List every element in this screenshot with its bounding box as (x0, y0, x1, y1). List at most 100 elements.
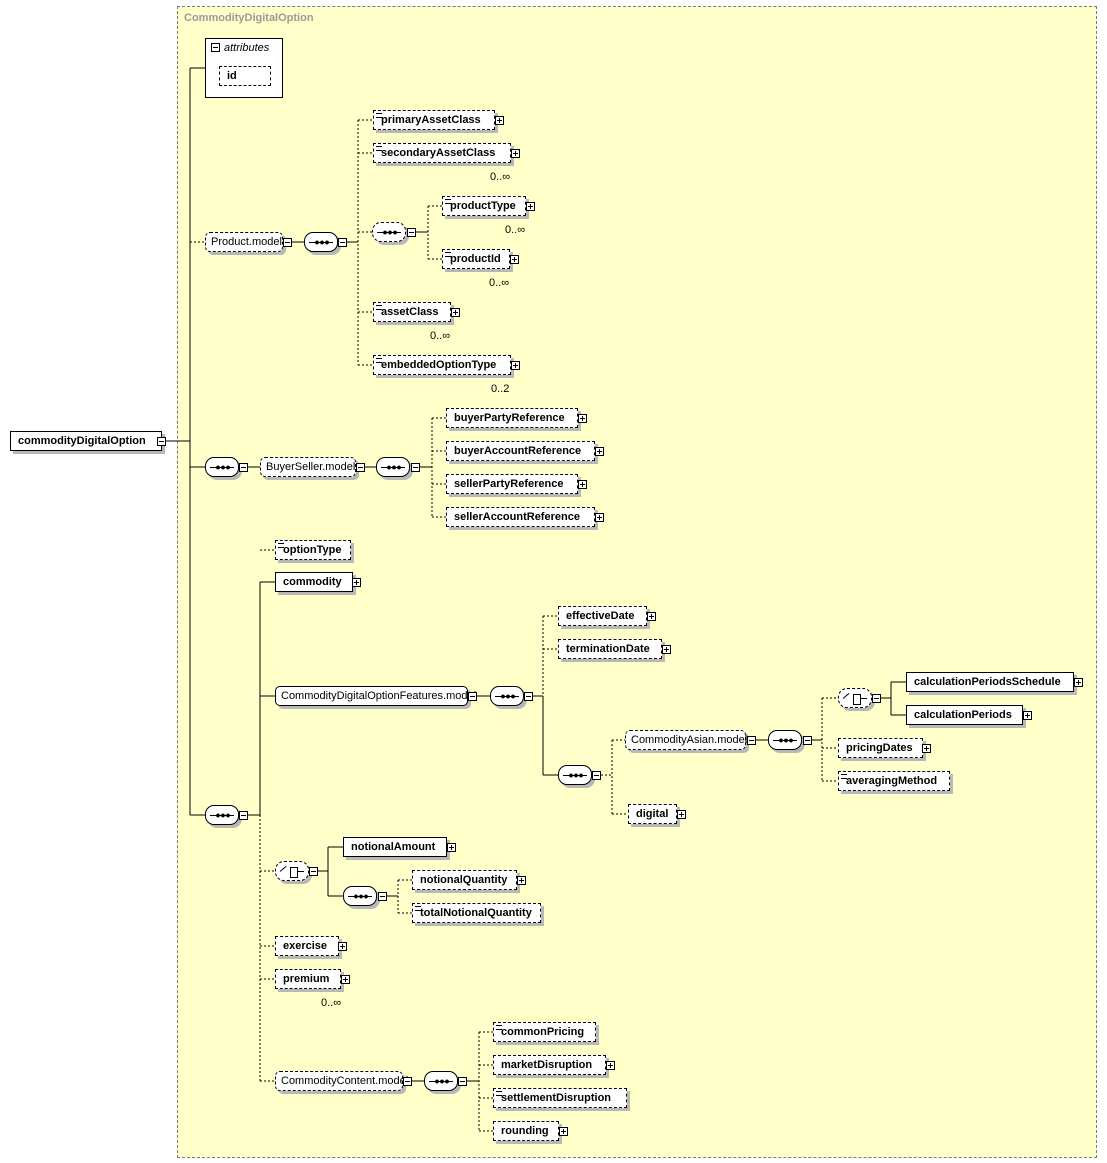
calculation-periods-schedule-element: calculationPeriodsSchedule (906, 672, 1074, 692)
premium-label: premium (283, 973, 330, 985)
expand-icon[interactable] (647, 612, 656, 621)
product-id-element: productId (442, 249, 514, 273)
collapse-icon[interactable] (407, 228, 416, 237)
collapse-icon[interactable] (747, 736, 756, 745)
expand-icon[interactable] (595, 513, 604, 522)
expand-icon[interactable] (578, 414, 587, 423)
occurrence-label: 0..∞ (430, 330, 451, 342)
buyer-party-reference-label: buyerPartyReference (454, 412, 565, 424)
sequence-compositor (424, 1071, 458, 1091)
pricing-dates-element: pricingDates (838, 738, 923, 758)
collapse-icon[interactable] (524, 692, 533, 701)
occurrence-label: 0..2 (491, 383, 510, 395)
sequence-compositor (490, 686, 524, 706)
expand-icon[interactable] (922, 744, 931, 753)
commodity-asian-model-group: CommodityAsian.model (625, 730, 748, 750)
collapse-icon[interactable] (157, 437, 166, 446)
product-model-group: Product.model (205, 232, 283, 252)
expand-icon[interactable] (517, 876, 526, 885)
option-type-element: optionType (275, 540, 351, 560)
commodity-content-model-label: CommodityContent.model (281, 1075, 409, 1087)
sequence-compositor (304, 232, 338, 252)
collapse-icon[interactable] (468, 692, 477, 701)
expand-icon[interactable] (510, 255, 519, 264)
buyer-party-reference-element: buyerPartyReference (446, 408, 578, 428)
collapse-icon[interactable] (239, 463, 248, 472)
embedded-option-type-label: embeddedOptionType (381, 359, 497, 371)
collapse-icon[interactable] (458, 1077, 467, 1086)
secondary-asset-class-element: secondaryAssetClass (373, 143, 515, 167)
notional-amount-element: notionalAmount (343, 837, 447, 857)
expand-icon[interactable] (451, 308, 460, 317)
collapse-icon[interactable] (803, 736, 812, 745)
expand-icon[interactable] (578, 480, 587, 489)
choice-compositor (275, 861, 309, 881)
expand-icon[interactable] (1023, 711, 1032, 720)
pricing-dates-label: pricingDates (846, 742, 913, 754)
sequence-compositor (768, 730, 802, 750)
attribute-id: id (219, 66, 271, 86)
asset-class-element: assetClass (373, 302, 455, 326)
expand-icon[interactable] (511, 361, 520, 370)
collapse-icon[interactable] (411, 463, 420, 472)
calculation-periods-element: calculationPeriods (906, 705, 1023, 725)
collapse-icon[interactable] (403, 1077, 412, 1086)
premium-element: premium (275, 969, 345, 993)
commodity-content-model-group: CommodityContent.model (275, 1071, 408, 1091)
expand-icon[interactable] (495, 116, 504, 125)
product-id-label: productId (450, 253, 501, 265)
expand-icon[interactable] (341, 975, 350, 984)
occurrence-label: 0..∞ (489, 277, 510, 289)
buyer-account-reference-label: buyerAccountReference (454, 445, 582, 457)
option-type-label: optionType (283, 544, 342, 556)
common-pricing-element: commonPricing (493, 1022, 596, 1042)
termination-date-element: terminationDate (558, 639, 662, 659)
market-disruption-label: marketDisruption (501, 1059, 593, 1071)
expand-icon[interactable] (526, 202, 535, 211)
notional-quantity-element: notionalQuantity (412, 870, 517, 890)
effective-date-element: effectiveDate (558, 606, 647, 626)
expand-icon[interactable] (338, 942, 347, 951)
commodity-asian-model-label: CommodityAsian.model (631, 734, 748, 746)
expand-icon[interactable] (447, 843, 456, 852)
expand-icon[interactable] (352, 578, 361, 587)
collapse-icon[interactable] (283, 238, 292, 247)
features-model-label: CommodityDigitalOptionFeatures.model (281, 690, 477, 702)
expand-icon[interactable] (559, 1127, 568, 1136)
collapse-icon[interactable] (211, 43, 220, 52)
collapse-icon[interactable] (872, 694, 881, 703)
settlement-disruption-element: settlementDisruption (493, 1088, 627, 1108)
calculation-periods-schedule-label: calculationPeriodsSchedule (914, 676, 1061, 688)
product-type-label: productType (450, 200, 516, 212)
notional-quantity-label: notionalQuantity (420, 874, 508, 886)
collapse-icon[interactable] (378, 892, 387, 901)
collapse-icon[interactable] (338, 238, 347, 247)
expand-icon[interactable] (595, 447, 604, 456)
averaging-method-label: averagingMethod (846, 775, 938, 787)
seller-party-reference-label: sellerPartyReference (454, 478, 564, 490)
asset-class-label: assetClass (381, 306, 439, 318)
notional-amount-label: notionalAmount (351, 841, 436, 853)
commodity-label: commodity (283, 576, 342, 588)
collapse-icon[interactable] (309, 867, 318, 876)
collapse-icon[interactable] (356, 463, 365, 472)
primary-asset-class-label: primaryAssetClass (381, 114, 481, 126)
expand-icon[interactable] (511, 149, 520, 158)
expand-icon[interactable] (1074, 678, 1083, 687)
averaging-method-element: averagingMethod (838, 771, 950, 791)
sequence-compositor (205, 457, 239, 477)
attribute-id-label: id (227, 70, 237, 82)
market-disruption-element: marketDisruption (493, 1055, 606, 1075)
buyer-account-reference-element: buyerAccountReference (446, 441, 595, 461)
buyer-seller-model-label: BuyerSeller.model (266, 461, 356, 473)
type-name-label: CommodityDigitalOption (184, 12, 314, 24)
collapse-icon[interactable] (592, 771, 601, 780)
product-type-element: productType (442, 196, 530, 220)
expand-icon[interactable] (677, 810, 686, 819)
collapse-icon[interactable] (239, 811, 248, 820)
digital-element: digital (628, 804, 677, 824)
expand-icon[interactable] (606, 1061, 615, 1070)
sequence-compositor (343, 886, 377, 906)
expand-icon[interactable] (662, 645, 671, 654)
